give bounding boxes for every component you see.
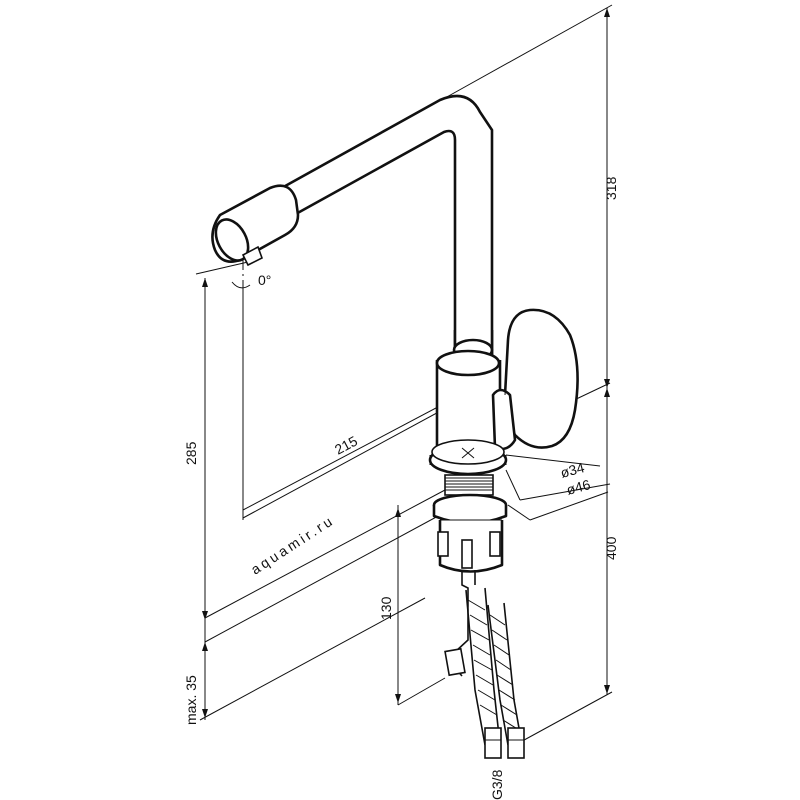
faucet-body <box>211 94 579 759</box>
dim-318-label: 318 <box>603 176 619 200</box>
watermark-text: aquamir.ru <box>248 512 337 578</box>
thread-g38-label: G3/8 <box>489 769 505 800</box>
dim-285-label: 285 <box>183 441 199 465</box>
dim-max35-label: max. 35 <box>183 675 199 725</box>
dim-d46-label: ø46 <box>565 476 593 498</box>
dim-130-label: 130 <box>378 596 394 620</box>
braided-hoses <box>465 587 525 759</box>
dimension-lines <box>195 4 613 746</box>
dim-d34-label: ø34 <box>559 459 587 481</box>
dim-rotation-label: 0° <box>258 272 271 288</box>
dim-215-label: 215 <box>332 432 360 457</box>
dim-400-label: 400 <box>603 536 619 560</box>
